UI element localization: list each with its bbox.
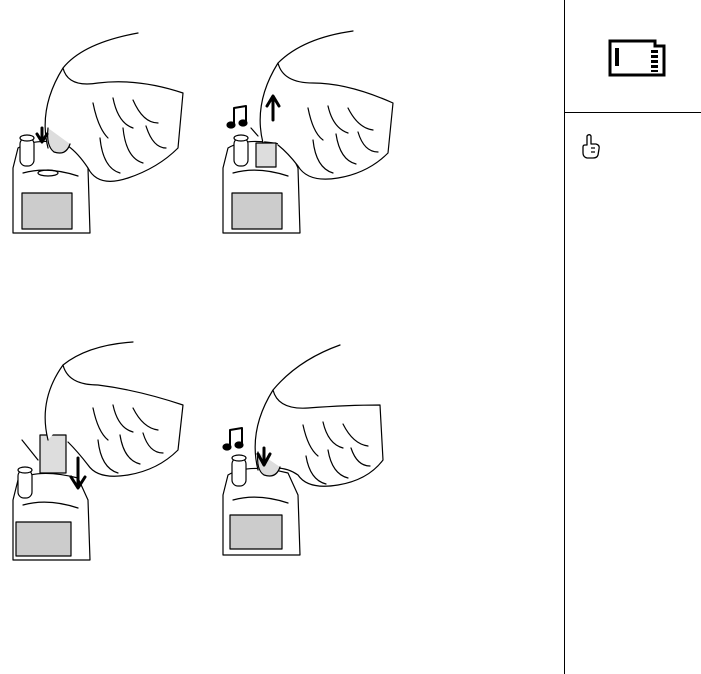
card-ejects-drawing bbox=[218, 28, 398, 238]
sd-card-icon bbox=[607, 38, 667, 83]
illustration-press-card bbox=[8, 28, 188, 238]
push-card-drawing bbox=[218, 340, 398, 565]
press-card-drawing bbox=[8, 28, 188, 238]
insert-card-drawing bbox=[8, 340, 188, 565]
illustration-insert-card bbox=[8, 340, 188, 565]
sidebar-divider bbox=[564, 0, 565, 674]
illustration-push-card bbox=[218, 340, 398, 565]
sidebar-horizontal-rule bbox=[564, 112, 701, 113]
illustration-card-ejects bbox=[218, 28, 398, 238]
tip-hand-icon bbox=[580, 133, 602, 164]
